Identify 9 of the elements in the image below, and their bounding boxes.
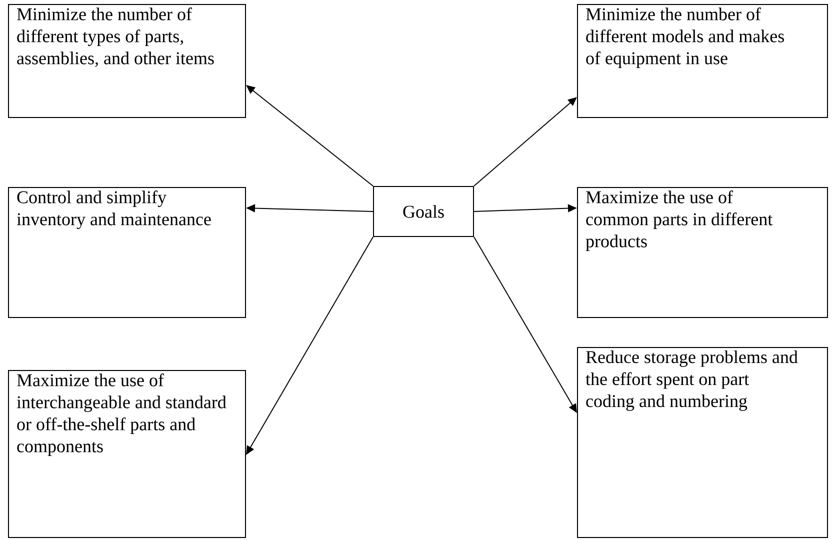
goal-item-box: Reduce storage problems and the effort spent on part coding and numbering [577, 347, 828, 538]
arrow [474, 97, 577, 186]
goal-box: Goals [373, 186, 474, 237]
goal-item-box: Maximize the use of common parts in different products [577, 187, 828, 318]
goal-item-box: Control and simplify inventory and maintenance [8, 187, 246, 318]
goal-item-box: Maximize the use of interchangeable and standard or off-the-shelf parts and components [8, 370, 246, 538]
arrow [246, 85, 374, 186]
goal-item-box: Minimize the number of different types of parts, assemblies, and other items [8, 4, 246, 118]
goal-item-box: Minimize the number of different models and makes of equipment in use [577, 4, 828, 118]
